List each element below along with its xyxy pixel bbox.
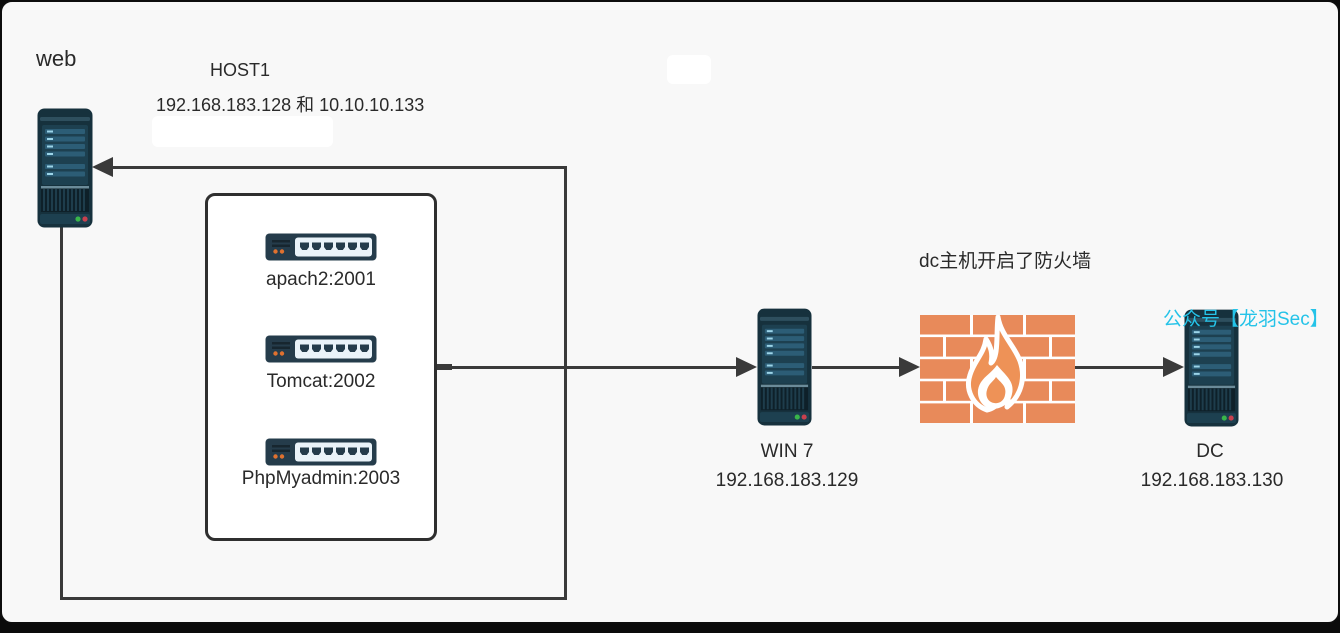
firewall-icon — [920, 315, 1075, 423]
win7-ip-address: 192.168.183.129 — [715, 470, 859, 491]
connector-box-stub — [437, 364, 452, 370]
switch-icon-tomcat — [265, 335, 377, 363]
web-node-label: web — [36, 46, 77, 71]
service-label-phpmyadmin: PhpMyadmin:2003 — [241, 468, 401, 489]
service-label-apache: apach2:2001 — [266, 269, 376, 290]
connector-firewall-to-dc — [1075, 366, 1164, 369]
arrowhead-into-firewall — [899, 357, 920, 377]
flame-icon — [966, 315, 1025, 413]
connector-box-to-win7 — [437, 366, 737, 369]
dc-server-icon — [1184, 308, 1239, 428]
host1-title: HOST1 — [210, 60, 271, 80]
host1-ip-addresses: 192.168.183.128 和 10.10.10.133 — [156, 95, 425, 115]
dc-ip-address: 192.168.183.130 — [1140, 470, 1284, 491]
switch-icon-apache — [265, 233, 377, 261]
redaction-patch-top — [667, 55, 711, 84]
win7-node-label: WIN 7 — [760, 441, 814, 462]
watermark-text: 公众号【龙羽Sec】 — [1163, 309, 1329, 330]
web-server-icon — [37, 108, 93, 228]
arrowhead-into-web — [92, 157, 113, 177]
switch-icon-phpmyadmin — [265, 438, 377, 466]
service-label-tomcat: Tomcat:2002 — [266, 371, 376, 392]
arrowhead-into-win7 — [736, 357, 757, 377]
firewall-note: dc主机开启了防火墙 — [919, 251, 1092, 272]
connector-web-loop-right — [564, 166, 567, 600]
dc-node-label: DC — [1196, 441, 1224, 462]
redaction-patch-host1 — [152, 116, 333, 147]
connector-web-loop-left — [60, 227, 63, 600]
connector-web-loop-bottom — [60, 597, 567, 600]
connector-win7-to-firewall — [812, 366, 900, 369]
arrowhead-into-dc — [1163, 357, 1184, 377]
win7-server-icon — [757, 308, 812, 426]
connector-to-web — [108, 166, 567, 169]
